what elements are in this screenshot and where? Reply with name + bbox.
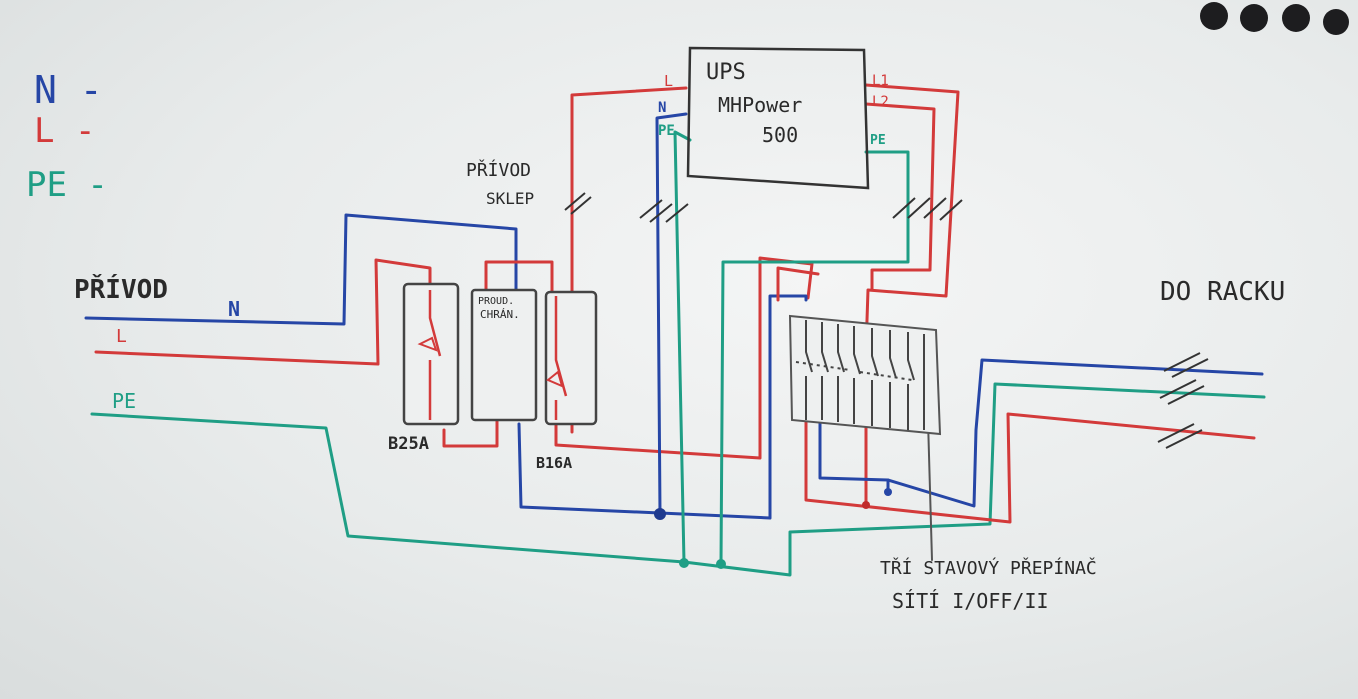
junction-pe-1	[679, 558, 689, 568]
junction-n-2	[884, 488, 892, 496]
rcd-label-line1: PROUD.	[478, 296, 514, 307]
wire-n-incoming	[84, 213, 518, 326]
rcd-label-line2: CHRÁN.	[480, 308, 520, 321]
wire-l1-ups-out	[864, 83, 960, 352]
junction-pe-2	[716, 559, 726, 569]
rack-label: DO RACKU	[1160, 277, 1285, 307]
wire-l-b25-link	[442, 418, 499, 448]
wire-pe-basement	[673, 130, 692, 564]
feed-left-l: L	[116, 326, 127, 347]
breaker-b16a	[544, 290, 598, 426]
legend-l: L -	[34, 111, 95, 151]
breaker-b25a	[402, 282, 460, 426]
feed-left-pe: PE	[112, 389, 136, 413]
wire-l-incoming	[94, 258, 432, 366]
breaker-b16a-label: B16A	[536, 454, 572, 472]
junction-l	[862, 501, 870, 509]
rcd-box	[470, 288, 538, 422]
wire-l-switch-bottom	[804, 412, 1256, 524]
wire-pe-ups-body	[719, 150, 910, 565]
feed-left-n: N	[228, 297, 240, 321]
magnet-icon	[1200, 2, 1228, 30]
ups-box	[686, 46, 870, 190]
wire-n-to-rack	[886, 358, 1264, 508]
wire-switch-pointer	[927, 419, 933, 561]
switch-label-line1: TŘÍ STAVOVÝ PŘEPÍNAČ	[880, 557, 1097, 579]
wire-l-switch-return	[776, 266, 820, 302]
ups-model: MHPower	[718, 93, 802, 117]
ups-rating: 500	[762, 123, 798, 147]
wire-l2-ups-out	[864, 102, 936, 292]
ups-title: UPS	[706, 60, 746, 85]
junction-n	[654, 508, 666, 520]
feed-top-line2: SKLEP	[486, 189, 534, 208]
feed-top-line1: PŘÍVOD	[466, 159, 531, 181]
ups-out-l1: L1	[872, 73, 889, 89]
cable-marks	[564, 192, 1209, 449]
magnets	[1200, 2, 1349, 35]
ups-in-n: N	[658, 100, 666, 116]
wire-n-basement	[655, 112, 688, 515]
wire-l-rcd-b16	[484, 260, 554, 294]
wire-n-switch-bottom	[818, 418, 890, 494]
wire-pe-incoming	[90, 382, 1266, 577]
three-position-switch	[788, 314, 942, 436]
ups-out-pe: PE	[870, 133, 886, 148]
magnet-icon	[1240, 4, 1268, 32]
ups-in-pe: PE	[658, 123, 675, 139]
ups-in-l: L	[664, 72, 673, 90]
magnet-icon	[1282, 4, 1310, 32]
wire-n-rcd-out	[517, 294, 808, 520]
feed-left-title: PŘÍVOD	[74, 273, 168, 305]
magnet-icon	[1323, 9, 1349, 35]
breaker-b25a-label: B25A	[388, 434, 429, 454]
ups-out-l2: L2	[872, 94, 889, 110]
legend-pe: PE -	[26, 165, 108, 205]
switch-label-line2: SÍTÍ I/OFF/II	[892, 589, 1049, 613]
wire-l-b16-out	[554, 256, 814, 460]
legend-n: N -	[34, 68, 103, 112]
